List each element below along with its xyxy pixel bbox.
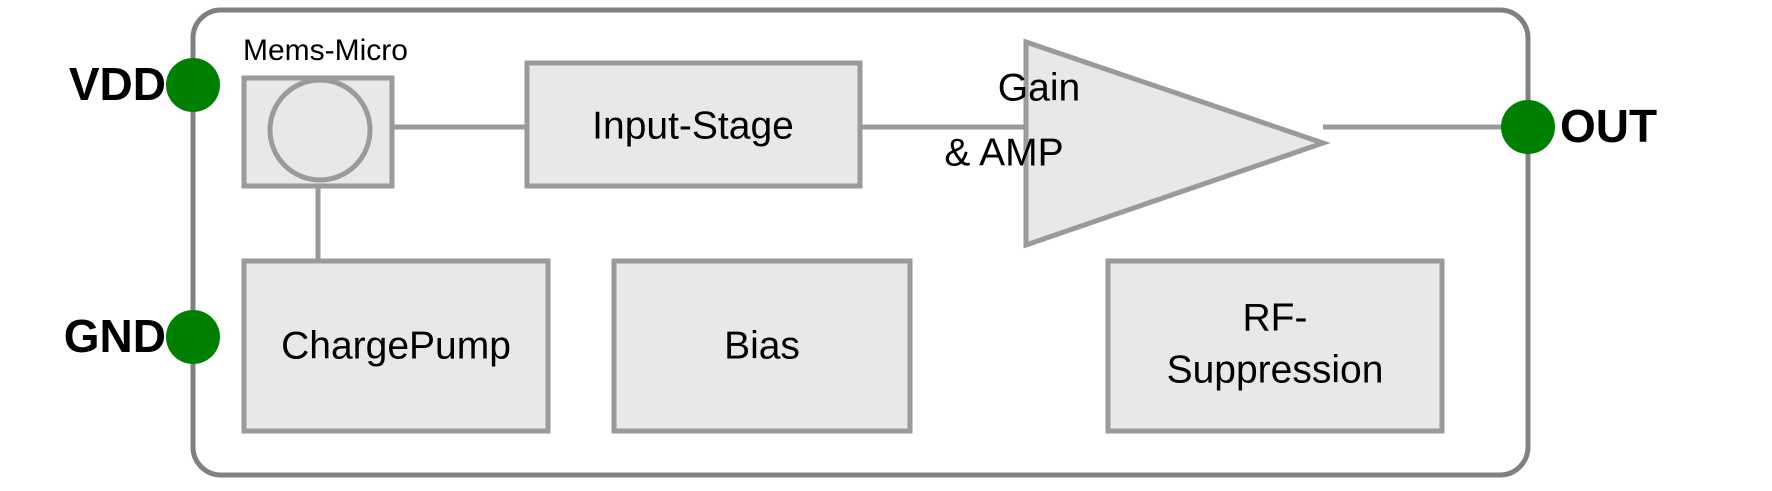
chip-outline <box>190 7 1531 478</box>
block-bias[interactable]: Bias <box>611 258 913 434</box>
block-gain-amp-label-line1: Gain <box>998 66 1080 109</box>
pin-vdd[interactable]: VDD <box>69 58 220 112</box>
block-charge-pump-label: ChargePump <box>281 324 511 367</box>
block-input-stage-body <box>524 60 863 189</box>
block-charge-pump-body <box>241 258 551 434</box>
mems-membrane-icon <box>267 77 373 183</box>
block-rf-suppression-body <box>1105 258 1445 434</box>
block-rf-suppression-label-line2: Suppression <box>1167 348 1384 391</box>
out-terminal-dot[interactable] <box>1501 100 1555 154</box>
pin-vdd-label: VDD <box>69 58 166 110</box>
amplifier-triangle-icon <box>1023 38 1331 249</box>
pin-out[interactable]: OUT <box>1501 100 1657 154</box>
block-gain-amp-label-line2: & AMP <box>944 131 1063 174</box>
block-bias-body <box>611 258 913 434</box>
block-gain-amp[interactable]: Gain & AMP <box>944 38 1331 249</box>
gnd-terminal-dot[interactable] <box>166 310 220 364</box>
pin-out-label: OUT <box>1560 100 1657 152</box>
vdd-terminal-dot[interactable] <box>166 58 220 112</box>
block-mems-micro[interactable]: Mems-Micro <box>241 34 408 189</box>
block-bias-label: Bias <box>724 324 800 367</box>
block-rf-suppression-label-line1: RF- <box>1243 296 1308 339</box>
block-charge-pump[interactable]: ChargePump <box>241 258 551 434</box>
pin-gnd-label: GND <box>64 310 166 362</box>
block-input-stage[interactable]: Input-Stage <box>524 60 863 189</box>
block-mems-micro-label: Mems-Micro <box>243 34 408 67</box>
block-input-stage-label: Input-Stage <box>592 104 794 147</box>
pin-gnd[interactable]: GND <box>64 310 220 364</box>
block-rf-suppression[interactable]: RF- Suppression <box>1105 258 1445 434</box>
